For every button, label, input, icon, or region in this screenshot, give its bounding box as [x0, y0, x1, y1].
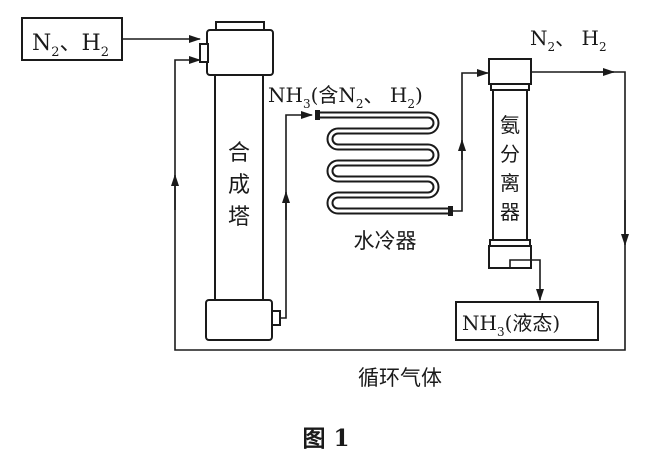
- separator-gas-outlet-line: [531, 71, 626, 340]
- liquid-ammonia-label: NH3(液态): [462, 311, 560, 339]
- feed-gas-label: N2、H2: [32, 31, 109, 60]
- figure-caption: 图 1: [302, 425, 349, 452]
- ammonia-separator: 氨 分 离 器: [488, 58, 532, 269]
- separator-label-2: 分: [500, 142, 520, 166]
- liquid-outlet-line: [509, 259, 544, 301]
- feed-gas-box: N2、H2: [21, 17, 123, 61]
- tower-label-2: 成: [228, 173, 250, 198]
- liquid-ammonia-box: NH3(液态): [455, 301, 599, 341]
- separator-label-3: 离: [500, 171, 520, 195]
- tower-to-cooler-line: [280, 111, 313, 319]
- tower-label-3: 塔: [228, 205, 250, 230]
- recycle-line: [174, 56, 626, 351]
- separator-label-4: 器: [500, 200, 520, 224]
- cooler-label: 水冷器: [354, 229, 417, 253]
- tower-label-1: 合: [228, 141, 250, 166]
- synthesis-tower: 合 成 塔: [199, 21, 281, 341]
- cooler-to-separator-line: [453, 69, 489, 212]
- tower-outlet-label: NH3(含N2、 H2): [268, 83, 423, 111]
- separator-gas-label: N2、 H2: [530, 26, 607, 54]
- separator-label-1: 氨: [500, 113, 520, 137]
- recycle-gas-label: 循环气体: [358, 366, 442, 390]
- water-cooler-coil: [315, 110, 453, 216]
